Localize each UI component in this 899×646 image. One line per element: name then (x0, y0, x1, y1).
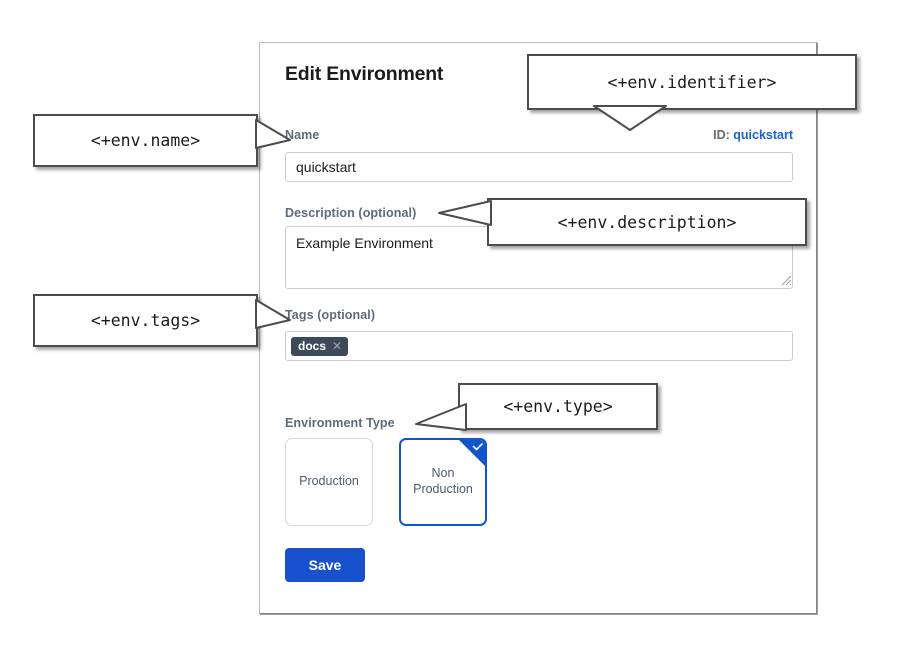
environment-type-options: Production Non Production (285, 438, 487, 526)
save-button[interactable]: Save (285, 548, 365, 582)
edit-environment-dialog: Edit Environment Name ID: quickstart Des… (259, 42, 817, 614)
environment-type-card-non-production[interactable]: Non Production (399, 438, 487, 526)
callout-env-tags: <+env.tags> (33, 294, 258, 347)
environment-type-card-label: Non Production (413, 466, 473, 497)
tags-input[interactable]: docs ✕ (285, 331, 793, 361)
callout-env-tags-text: <+env.tags> (90, 311, 201, 330)
callout-env-identifier: <+env.identifier> (527, 54, 857, 110)
name-and-id-row: Name ID: quickstart (285, 128, 793, 142)
page-title: Edit Environment (285, 63, 444, 85)
identifier-value-link[interactable]: quickstart (733, 128, 793, 142)
identifier-prefix: ID: (713, 128, 730, 142)
callout-env-name: <+env.name> (33, 114, 258, 167)
check-icon (459, 440, 485, 466)
name-input[interactable] (285, 152, 793, 182)
environment-type-card-production[interactable]: Production (285, 438, 373, 526)
callout-env-identifier-text: <+env.identifier> (607, 72, 777, 92)
environment-type-label: Environment Type (285, 416, 395, 430)
callout-env-type: <+env.type> (458, 383, 658, 430)
environment-type-card-label: Production (299, 474, 359, 489)
environment-type-card-label-line2: Production (413, 482, 473, 496)
environment-type-card-label-line1: Non (431, 466, 455, 481)
callout-env-description: <+env.description> (487, 198, 807, 246)
callout-env-type-text: <+env.type> (503, 397, 613, 416)
description-label: Description (optional) (285, 206, 417, 220)
callout-env-description-text: <+env.description> (557, 212, 737, 232)
close-icon[interactable]: ✕ (332, 338, 343, 353)
tag-chip-label: docs (298, 338, 327, 353)
tag-chip[interactable]: docs ✕ (291, 336, 349, 356)
name-label: Name (285, 128, 320, 142)
callout-env-name-text: <+env.name> (90, 131, 201, 150)
tags-label: Tags (optional) (285, 308, 376, 322)
identifier-row: ID: quickstart (713, 128, 793, 142)
